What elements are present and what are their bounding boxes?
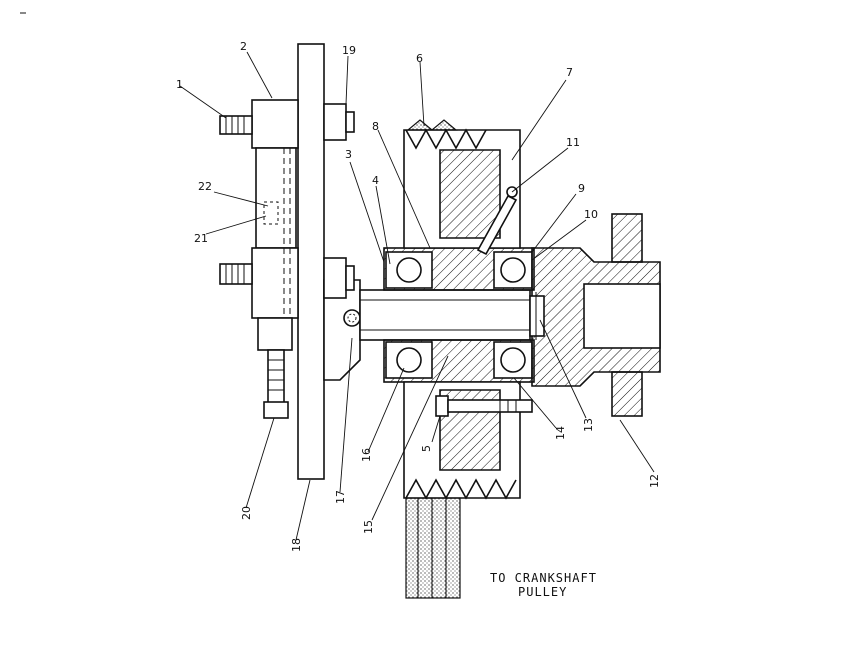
callout-1: 1 (176, 78, 183, 91)
callout-2: 2 (240, 40, 247, 53)
hub-flange (529, 213, 661, 417)
callout-labels: 1 2 3 4 5 6 7 8 9 10 11 12 13 14 15 16 1… (176, 40, 661, 552)
callout-10: 10 (584, 208, 598, 221)
adjusting-bracket (219, 99, 299, 419)
callout-4: 4 (372, 174, 379, 187)
leader-lines (179, 51, 655, 541)
callout-22: 22 (198, 180, 212, 193)
callout-17: 17 (334, 490, 347, 504)
callout-7: 7 (566, 66, 573, 79)
diagram-caption: TO CRANKSHAFT PULLEY (490, 571, 597, 599)
callout-9: 9 (578, 182, 585, 195)
caption-line-2: PULLEY (518, 585, 567, 599)
plate-bolts (323, 103, 361, 327)
mounting-plate (297, 43, 361, 480)
callout-20: 20 (240, 506, 253, 520)
callout-3: 3 (345, 148, 352, 161)
callout-19: 19 (342, 44, 356, 57)
callout-21: 21 (194, 232, 208, 245)
callout-16: 16 (360, 448, 373, 462)
callout-12: 12 (648, 474, 661, 488)
callout-13: 13 (582, 418, 595, 432)
callout-14: 14 (554, 426, 567, 440)
callout-11: 11 (566, 136, 580, 149)
bearings (385, 251, 533, 379)
callout-18: 18 (290, 538, 303, 552)
callout-6: 6 (416, 52, 423, 65)
drive-belts (405, 119, 461, 599)
caption-line-1: TO CRANKSHAFT (490, 571, 597, 585)
callout-15: 15 (362, 520, 375, 534)
callout-8: 8 (372, 120, 379, 133)
lower-bolt (435, 395, 533, 417)
callout-5: 5 (420, 445, 433, 452)
